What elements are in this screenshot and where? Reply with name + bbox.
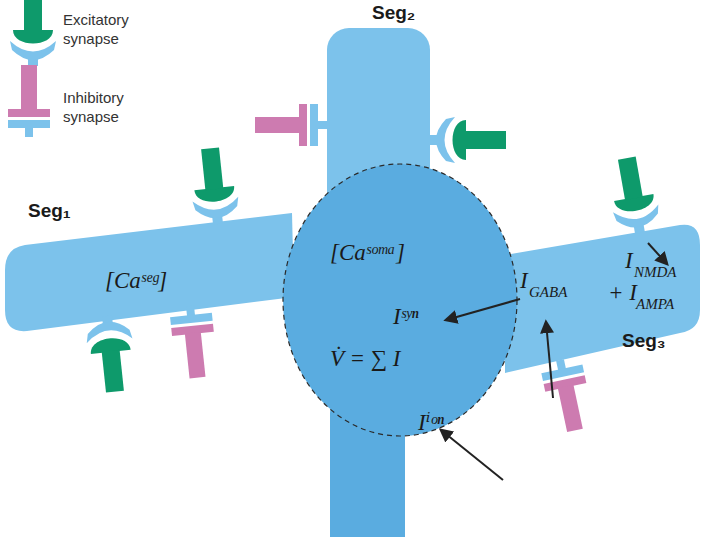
inhibitory-synapse	[539, 356, 595, 435]
soma-body	[283, 164, 517, 436]
variable-label: [Caˢᵒᵐᵃ]	[330, 240, 405, 266]
soma-boundary	[283, 164, 517, 436]
variable-label: [Caˢᵉᵍ]	[105, 268, 167, 294]
legend-text: Excitatory synapse	[63, 10, 145, 48]
current-symbol: I	[625, 248, 633, 274]
current-subscript: AMPA	[636, 296, 674, 313]
segment-label: Seg₂	[372, 2, 415, 24]
variable-label: Iⁱᵒⁿ	[418, 410, 444, 436]
current-arrow	[546, 322, 553, 398]
excitatory-synapse	[430, 117, 506, 163]
variable-label: V̇ = ∑ I	[330, 346, 400, 372]
excitatory-synapse	[187, 146, 241, 226]
current-arrow	[648, 243, 667, 264]
current-arrow	[441, 430, 503, 480]
segment-label: Seg₃	[622, 330, 666, 352]
inhibitory-synapse	[255, 104, 327, 146]
legend-inhibitory-icon	[8, 65, 50, 137]
current-arrow	[446, 299, 520, 320]
legend-text: Inhibitory synapse	[63, 88, 145, 126]
dendrite-segment: Seg₂	[320, 0, 435, 205]
dendrite-seg3	[505, 225, 700, 373]
excitatory-synapse	[84, 314, 138, 394]
dendrite-seg1	[5, 213, 294, 331]
dendrite-segment: Seg₁ [Caˢᵉᵍ]	[0, 195, 298, 340]
legend-excitatory-icon	[10, 0, 56, 66]
current-symbol: I	[520, 268, 528, 294]
variable-label: Iˢʸⁿ	[393, 304, 419, 330]
excitatory-synapse	[604, 154, 662, 237]
current-subscript: NMDA	[634, 264, 677, 281]
soma-region: [Caˢᵒᵐᵃ] Iˢʸⁿ V̇ = ∑ I Iⁱᵒⁿ	[283, 164, 519, 456]
current-subscript: GABA	[529, 284, 567, 301]
segment-label: Seg₁	[28, 200, 71, 222]
current-symbol: + I	[608, 280, 637, 306]
inhibitory-synapse	[169, 304, 218, 380]
